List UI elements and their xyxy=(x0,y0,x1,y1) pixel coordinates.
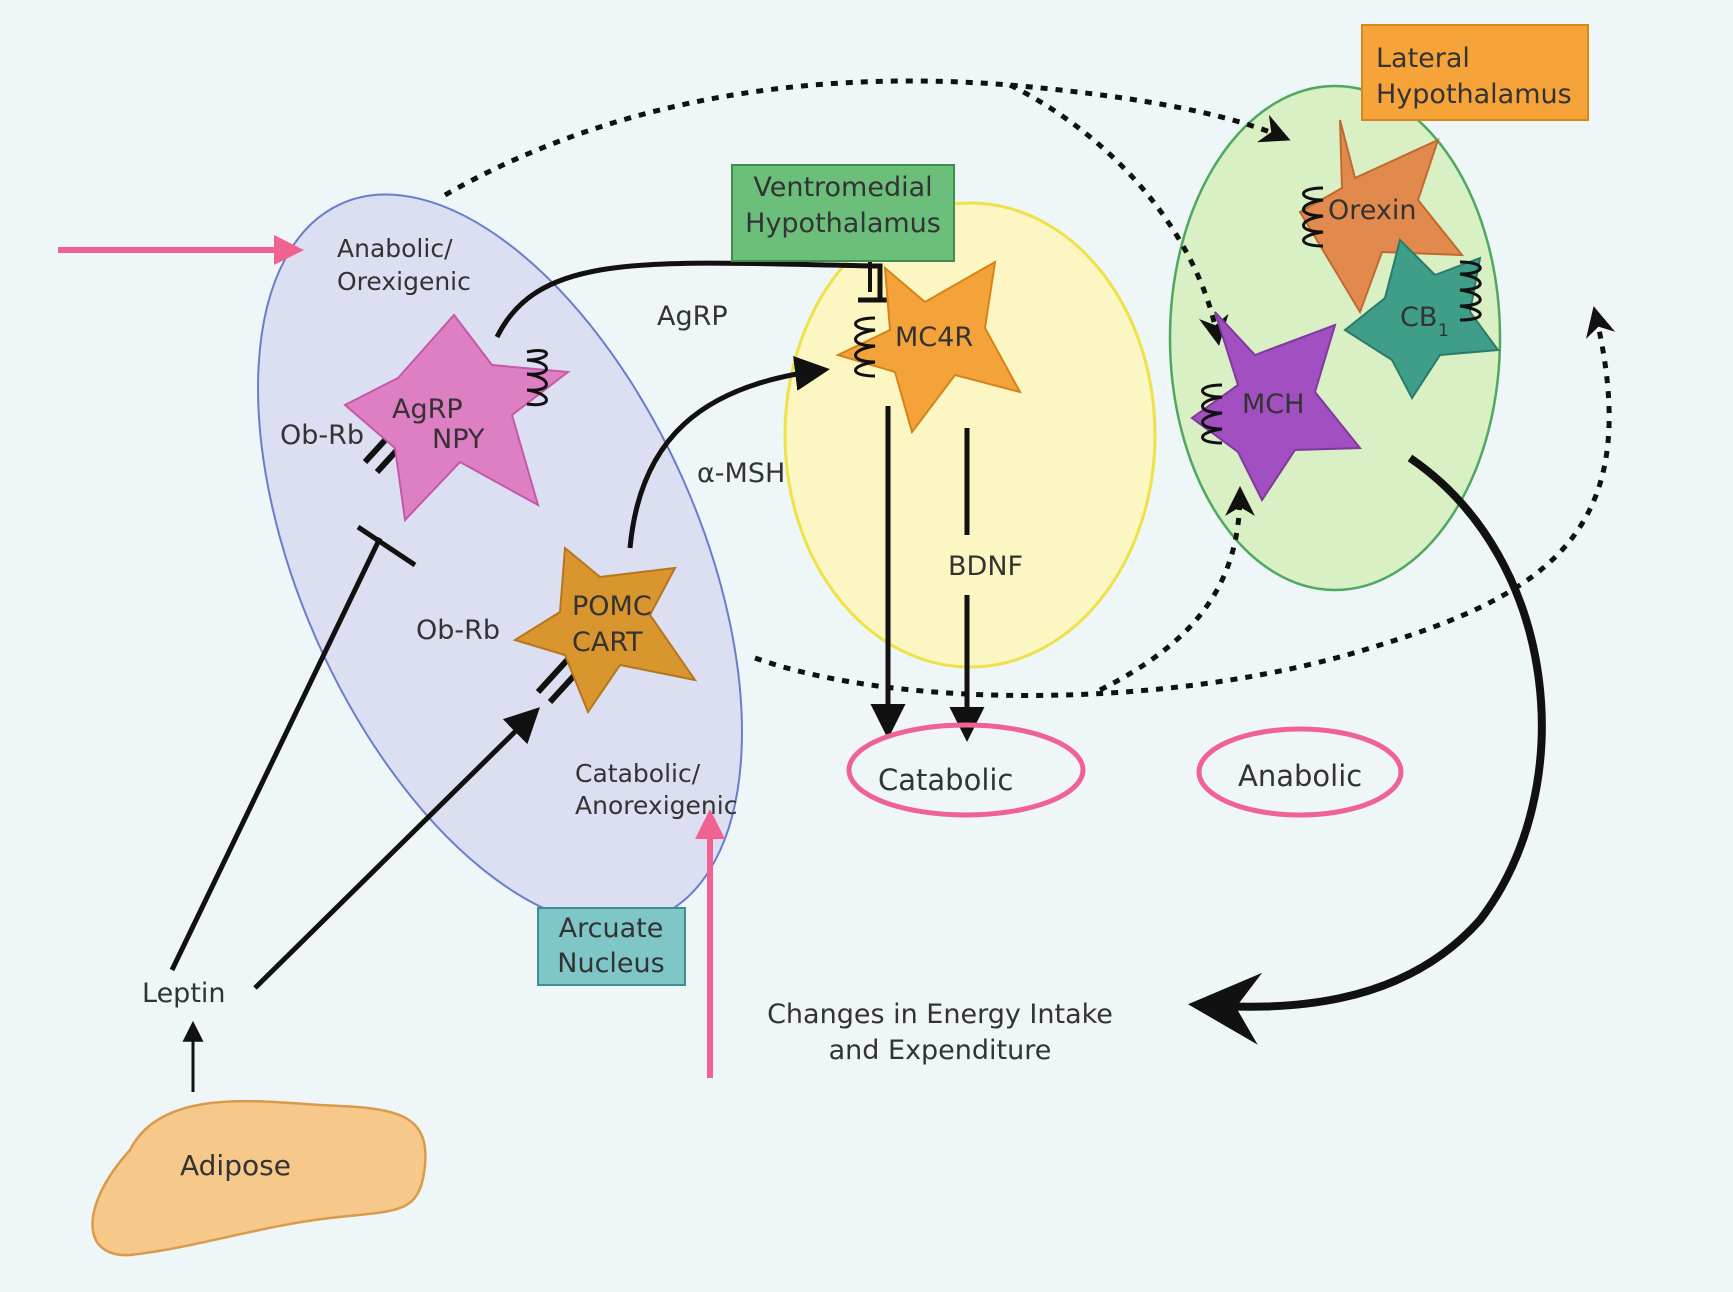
agrp-signal-label: AgRP xyxy=(657,301,728,332)
dotted-path-arc-to-lh xyxy=(443,78,1291,198)
obrb-label-bottom: Ob-Rb xyxy=(416,615,500,646)
alpha-msh-arrow xyxy=(627,356,830,549)
vmh-box-label-2: Hypothalamus xyxy=(745,208,941,239)
pomc-cart-neuron xyxy=(512,545,698,715)
cb1-receptor-coil xyxy=(1459,260,1482,322)
obrb-label-top: Ob-Rb xyxy=(280,420,364,451)
cb1-label: CB xyxy=(1400,302,1437,333)
leptin-inhibit-bar xyxy=(356,524,417,568)
lh-box-label-2: Hypothalamus xyxy=(1376,79,1572,110)
anabolic-label: Anabolic xyxy=(1238,759,1362,793)
vmh-box-label-1: Ventromedial xyxy=(753,172,932,203)
energy-label-1: Changes in Energy Intake xyxy=(767,999,1113,1030)
adipose-tissue xyxy=(91,1099,427,1257)
orexin-receptor-coil xyxy=(1302,186,1324,248)
leptin-to-pomc-arrow xyxy=(253,707,540,990)
agrp-neuron-label-1: AgRP xyxy=(392,394,463,425)
adipose-label: Adipose xyxy=(180,1149,291,1182)
agrp-receptor-coil xyxy=(526,349,548,407)
mch-neuron xyxy=(1190,311,1363,502)
catabolic-anorexigenic-label-2: Anorexigenic xyxy=(575,791,737,820)
mc4r-label: MC4R xyxy=(895,322,973,353)
catabolic-anorexigenic-label-1: Catabolic/ xyxy=(575,759,701,788)
arcuate-box-label-1: Arcuate xyxy=(559,913,664,944)
pink-circle-catabolic xyxy=(846,722,1086,818)
bdnf-label: BDNF xyxy=(948,551,1023,582)
cb1-neuron xyxy=(1343,238,1500,400)
orexin-neuron xyxy=(1298,119,1465,315)
arcuate-box xyxy=(537,907,686,986)
cb1-subscript: 1 xyxy=(1438,321,1449,341)
mc4r-receptor-coil xyxy=(854,316,876,378)
agrp-neuron-label-2: NPY xyxy=(432,424,485,455)
pink-circle-anabolic xyxy=(1196,726,1404,818)
anabolic-orexigenic-label-2: Orexigenic xyxy=(337,267,471,296)
agrp-to-mc4r-path xyxy=(494,260,883,339)
leptin-label: Leptin xyxy=(142,978,226,1009)
leptin-to-agrp-inhibit xyxy=(169,536,383,972)
alpha-msh-label: α-MSH xyxy=(697,458,785,489)
mch-receptor-coil xyxy=(1201,383,1223,445)
energy-label-2: and Expenditure xyxy=(829,1035,1052,1066)
mc4r-neuron xyxy=(835,260,1022,435)
lh-box xyxy=(1361,24,1589,121)
anabolic-orexigenic-label-1: Anabolic/ xyxy=(337,234,453,263)
arcuate-box-label-2: Nucleus xyxy=(557,948,664,979)
orexin-label: Orexin xyxy=(1328,195,1417,226)
vmh-box xyxy=(731,164,955,262)
lh-box-label-1: Lateral xyxy=(1376,43,1470,74)
catabolic-label: Catabolic xyxy=(878,763,1013,797)
dotted-path-to-mch-bottom xyxy=(1098,486,1255,693)
mch-label: MCH xyxy=(1242,389,1304,420)
dotted-path-bottom-loop xyxy=(754,306,1616,698)
lh-to-energy-arrow xyxy=(1188,454,1546,1045)
pomc-neuron-label-2: CART xyxy=(572,627,643,658)
agrp-npy-neuron xyxy=(343,313,571,523)
dotted-path-to-mch xyxy=(1008,82,1229,346)
pomc-neuron-label-1: POMC xyxy=(572,591,652,622)
ventromedial-region xyxy=(783,201,1157,669)
